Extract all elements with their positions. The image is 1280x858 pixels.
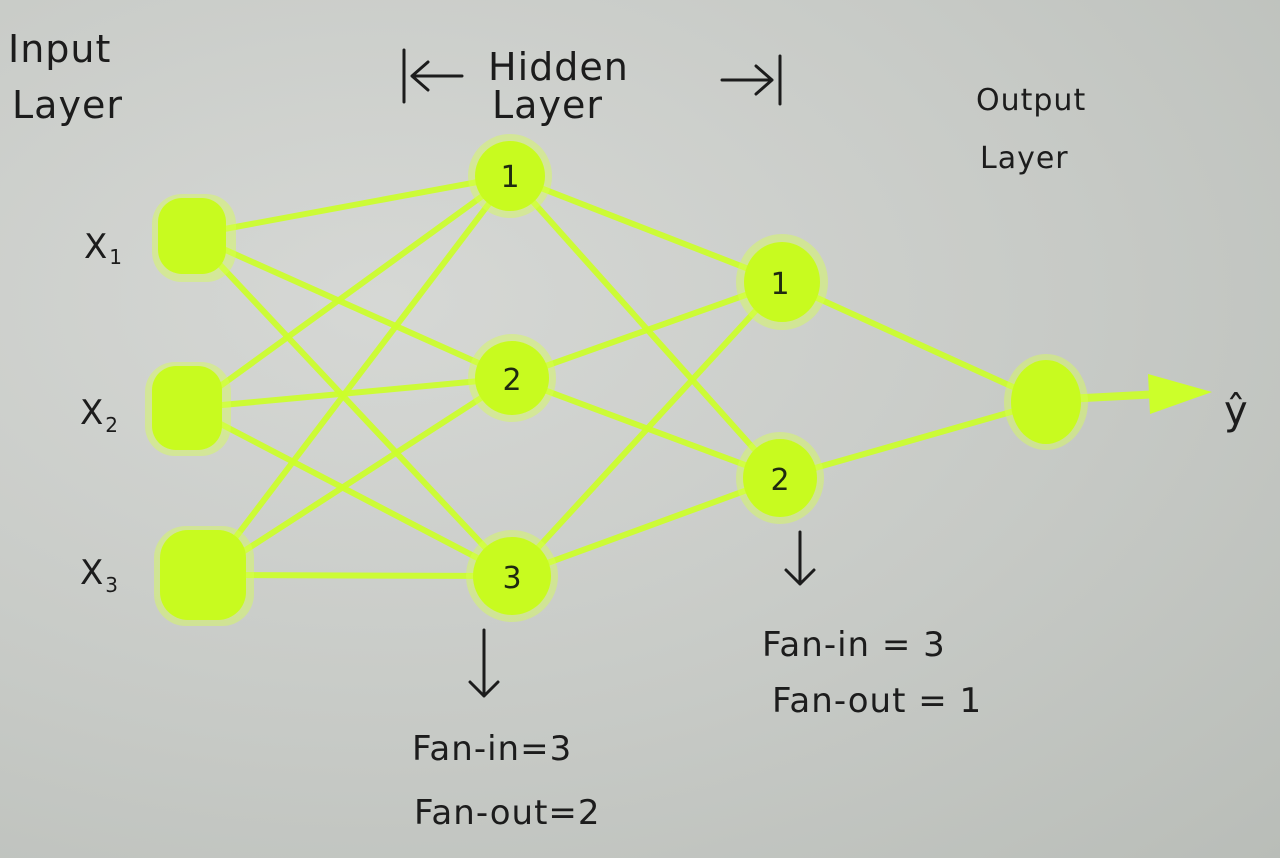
hidden2-node-2-label: 2 — [770, 463, 789, 498]
annotation-hidden1: Fan-in=3 Fan-out=2 — [412, 729, 601, 833]
annotation-2-fan-in: Fan-in = 3 — [762, 625, 946, 665]
edge-x1-h3 — [189, 232, 515, 579]
edge-h2-o1 — [509, 279, 785, 381]
input-node-1 — [152, 194, 236, 282]
edge-x3-h2 — [204, 375, 515, 578]
edge-x2-h2 — [187, 375, 515, 411]
edge-x2-h1 — [187, 173, 513, 411]
hidden-right-arrow-icon — [720, 54, 782, 106]
input-label-x1-base: X — [84, 227, 107, 267]
edge-x2-h3 — [187, 405, 515, 579]
edge-o1-out — [779, 279, 1049, 405]
input-layer-title-line1: Input — [8, 27, 111, 71]
edge-x1-h1 — [189, 173, 513, 238]
edge-h1-o2 — [507, 173, 783, 481]
input-label-x2-sub: 2 — [105, 413, 118, 437]
hidden1-node-1: 1 — [468, 134, 552, 218]
connections — [187, 173, 1212, 579]
hidden2-node-1: 1 — [736, 234, 828, 330]
hidden1-node-2: 2 — [468, 334, 556, 422]
output-layer-title-line1: Output — [976, 83, 1086, 118]
hidden-layer-title-line2: Layer — [492, 83, 603, 127]
output-arrowhead-icon — [1148, 374, 1212, 414]
input-layer-title-line2: Layer — [12, 83, 123, 127]
input-label-x3-base: X — [80, 553, 103, 593]
input-label-x2-base: X — [80, 393, 103, 433]
hidden-left-arrow-icon — [402, 48, 464, 104]
hidden1-node-2-label: 2 — [502, 363, 521, 398]
annotation-arrow-1-icon — [468, 628, 500, 698]
output-label-yhat: ŷ — [1224, 388, 1248, 434]
hidden-layer-1: 1 2 3 — [466, 134, 558, 622]
edge-x1-h2 — [189, 232, 515, 381]
hidden1-node-3: 3 — [466, 530, 558, 622]
output-node — [1004, 354, 1088, 450]
edge-h1-o1 — [507, 173, 785, 285]
input-label-x1-sub: 1 — [109, 245, 122, 269]
input-layer — [145, 194, 254, 626]
input-label-x3-sub: 3 — [105, 573, 118, 597]
input-layer-title: Input Layer — [8, 27, 123, 127]
annotation-1-fan-out: Fan-out=2 — [414, 793, 601, 833]
edge-h3-o1 — [509, 279, 785, 579]
edge-x3-h3 — [204, 572, 515, 579]
annotation-2-fan-out: Fan-out = 1 — [772, 681, 982, 721]
output-layer-title: Output Layer — [976, 83, 1086, 176]
hidden1-node-1-label: 1 — [500, 160, 519, 195]
annotation-hidden2: Fan-in = 3 Fan-out = 1 — [762, 625, 982, 721]
output-layer-title-line2: Layer — [980, 141, 1069, 176]
input-node-3 — [154, 526, 254, 626]
edge-o2-out — [777, 399, 1049, 481]
input-node-2 — [145, 362, 231, 456]
annotation-arrow-2-icon — [784, 530, 816, 586]
hidden1-node-3-label: 3 — [502, 561, 521, 596]
annotation-1-fan-in: Fan-in=3 — [412, 729, 572, 769]
hidden2-node-1-label: 1 — [770, 267, 789, 302]
edge-h3-o2 — [509, 475, 783, 579]
hidden-layer-2: 1 2 — [736, 234, 828, 524]
hidden2-node-2: 2 — [736, 432, 824, 524]
hidden-layer-title-line1: Hidden — [488, 45, 629, 89]
hidden-layer-title: Hidden Layer — [402, 45, 782, 127]
edge-x3-h1 — [204, 173, 513, 578]
